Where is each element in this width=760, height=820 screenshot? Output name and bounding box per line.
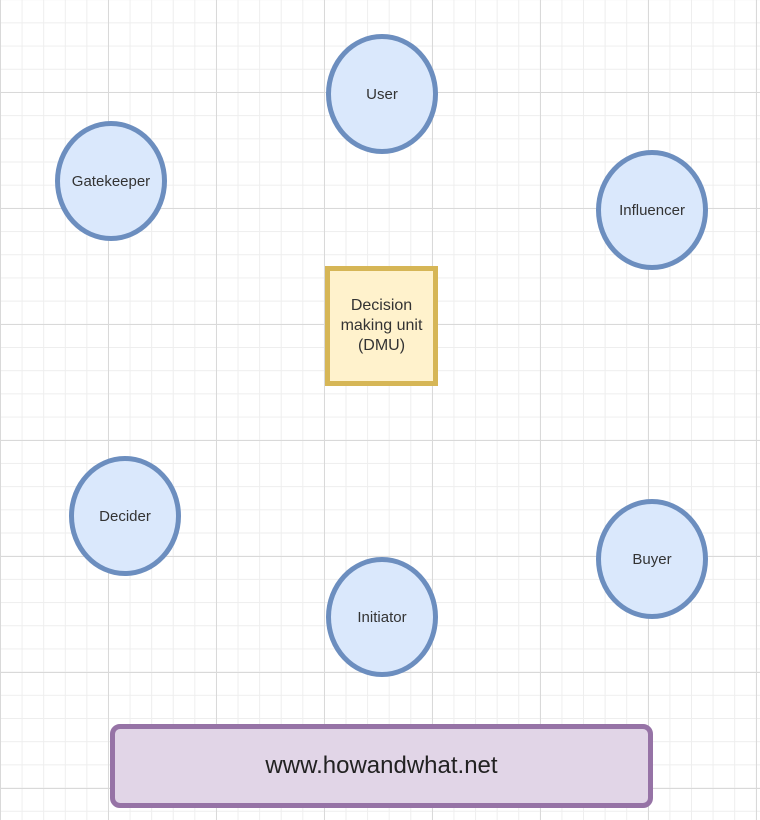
user-circle: User bbox=[326, 34, 438, 154]
website-banner: www.howandwhat.net bbox=[110, 724, 653, 808]
website-url: www.howandwhat.net bbox=[265, 752, 498, 779]
initiator-circle: Initiator bbox=[326, 557, 438, 677]
dmu-label: Decision making unit (DMU) bbox=[341, 296, 423, 356]
gatekeeper-label: Gatekeeper bbox=[71, 172, 151, 190]
dmu-label-line3: (DMU) bbox=[357, 337, 406, 354]
decider-circle: Decider bbox=[69, 456, 181, 576]
buyer-circle: Buyer bbox=[596, 499, 708, 619]
decider-label: Decider bbox=[99, 507, 151, 525]
dmu-label-line2: making unit bbox=[340, 317, 423, 334]
gatekeeper-circle: Gatekeeper bbox=[55, 121, 167, 241]
influencer-circle: Influencer bbox=[596, 150, 708, 270]
influencer-label: Influencer bbox=[619, 201, 685, 219]
dmu-box: Decision making unit (DMU) bbox=[325, 266, 438, 386]
buyer-label: Buyer bbox=[632, 550, 672, 568]
dmu-label-line1: Decision bbox=[350, 297, 413, 314]
initiator-label: Initiator bbox=[357, 608, 407, 626]
user-label: User bbox=[366, 85, 398, 103]
